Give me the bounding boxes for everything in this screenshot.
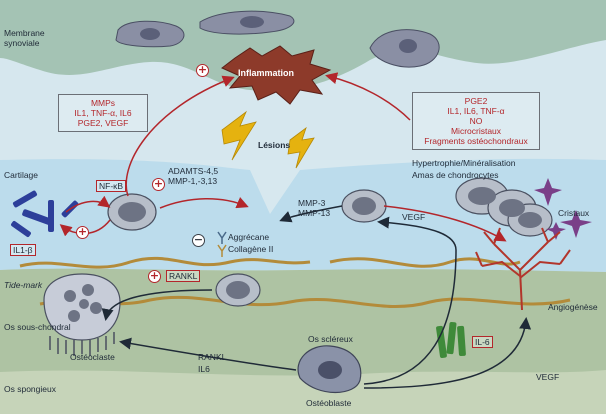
il6-protein [436, 321, 466, 359]
chondrocyte [215, 273, 261, 307]
label-aggrecan: Aggrécane [228, 232, 270, 242]
box-item: IL1, TNF-α, IL6 [74, 108, 132, 118]
label-chondrocyte-clusters: Amas de chondrocytes [412, 170, 499, 180]
stimulation-plus-icon: + [76, 225, 89, 239]
box-subchondral-mediators: PGE2 IL1, IL6, TNF-α NO Microcristaux Fr… [412, 92, 540, 150]
synovial-cell [369, 29, 440, 68]
box-item: PGE2 [464, 96, 488, 106]
label-sclerotic-bone: Os scléreux [308, 334, 353, 344]
arrow-osteoblast-to-chondrocyte [363, 216, 457, 385]
crystal-icon [546, 222, 566, 240]
label-mmp13: MMP-13 [298, 208, 331, 218]
box-item: MMPs [90, 98, 116, 108]
osteoclast-cell [43, 273, 121, 356]
synovial-cell [199, 10, 295, 35]
label-osteoclast: Ostéoclaste [70, 352, 115, 362]
label-il6-box: IL-6 [472, 336, 493, 348]
label-angiogenesis: Angiogénèse [548, 302, 598, 312]
label-il6: IL6 [198, 364, 210, 374]
label-rankl: RANKL [198, 352, 227, 362]
label-mmp3: MMP-3 [298, 198, 326, 208]
label-cartilage: Cartilage [4, 170, 39, 180]
label-vegf-bottom: VEGF [536, 372, 560, 382]
box-synovial-mediators: MMPs IL1, TNF-α, IL6 PGE2, VEGF [58, 94, 148, 132]
chondrocyte [107, 193, 157, 231]
chondrocyte-cluster [455, 177, 553, 237]
label-collagen-ii: Collagène II [228, 244, 274, 254]
crystal-icon [534, 178, 562, 206]
box-item: Microcristaux [450, 126, 502, 136]
tide-mark-line [39, 295, 571, 309]
lightning-icon [287, 126, 315, 169]
label-hypertrophy: Hypertrophie/Minéralisation [412, 158, 516, 168]
label-tide-mark: Tide-mark [4, 280, 43, 290]
arrow-mmp-to-lesion [279, 205, 343, 223]
arrow-synovium-to-chondrocyte [125, 75, 235, 197]
inflammation-burst [221, 45, 332, 105]
arrow-box-to-inflammation [325, 72, 411, 121]
arrow-osteoblast-to-osteoclast [119, 337, 297, 371]
inhibition-minus-icon: − [192, 233, 205, 247]
box-item: PGE2, VEGF [77, 118, 129, 128]
lightning-icon [221, 110, 257, 161]
arrow-vegf-to-vessel [383, 205, 507, 242]
label-nfkb: NF-κB [96, 180, 127, 192]
aggrecan-icon [217, 231, 227, 244]
collagen-ii-icon [217, 244, 227, 257]
label-subchondral-bone: Os sous-chondral [4, 322, 71, 332]
arrow-osteoblast-to-vessel [363, 317, 532, 389]
stimulation-plus-icon: + [148, 269, 161, 283]
label-adamts: ADAMTS-4,5 [168, 166, 219, 176]
box-item: Fragments ostéochondraux [424, 136, 528, 146]
label-synovial-membrane: Membrane synoviale [4, 28, 45, 48]
osteoblast-cell [297, 345, 362, 394]
label-inflammation: Inflammation [238, 68, 295, 78]
label-osteoblast: Ostéoblaste [306, 398, 352, 408]
stimulation-plus-icon: + [196, 63, 209, 77]
stimulation-plus-icon: + [152, 177, 165, 191]
blood-vessel [475, 227, 571, 311]
label-spongy-bone: Os spongieux [4, 384, 56, 394]
chondrocyte [341, 189, 387, 223]
arrow-cell-to-lesion [159, 197, 249, 209]
crystal-icon [560, 210, 592, 238]
box-item: NO [469, 116, 483, 126]
arrow-chondrocyte-to-osteoclast [101, 289, 213, 321]
label-mmp-1-3-13: MMP-1,-3,13 [168, 176, 218, 186]
label-rankl-box: RANKL [166, 270, 201, 282]
tide-mark-line [19, 256, 311, 269]
label-vegf-top: VEGF [402, 212, 426, 222]
label-il1b: IL1-β [10, 244, 36, 256]
synovial-cell [115, 20, 185, 48]
label-lesions: Lésions [258, 140, 291, 150]
box-item: IL1, IL6, TNF-α [447, 106, 505, 116]
label-crystals: Cristaux [558, 208, 590, 218]
arrow-collagen-to-cell [65, 195, 111, 213]
